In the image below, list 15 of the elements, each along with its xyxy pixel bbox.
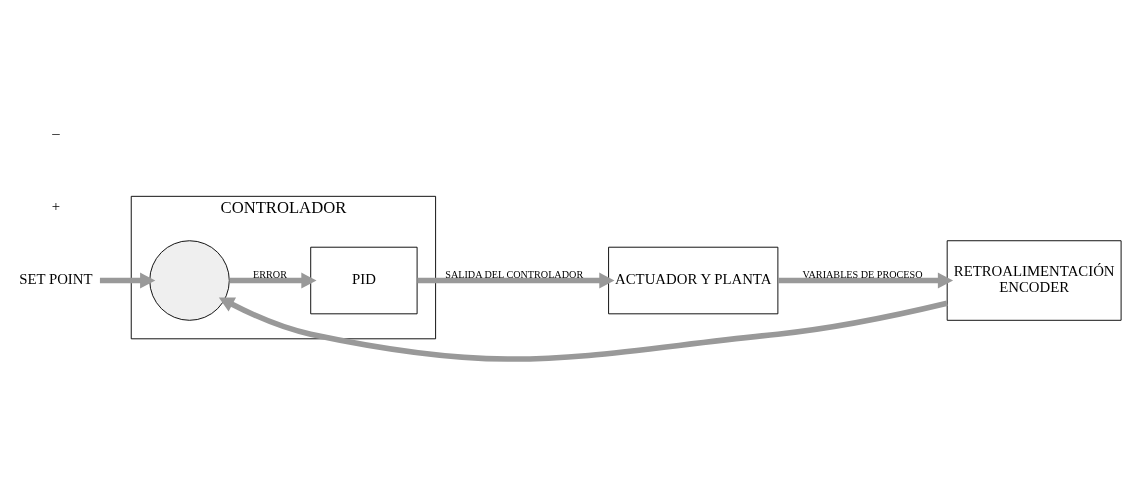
- node-box: RETROALIMENTACIÓN ENCODER: [946, 240, 1122, 321]
- arrow: [778, 272, 954, 289]
- node-text: SET POINT: [19, 271, 93, 288]
- node-box: PID: [310, 246, 418, 315]
- node-circle: [149, 240, 230, 321]
- arrow: [229, 272, 317, 289]
- edge-label: SALIDA DEL CONTROLADOR: [445, 268, 584, 280]
- arrow: [218, 297, 948, 362]
- edge-label: ERROR: [253, 268, 287, 280]
- edge-label: VARIABLES DE PROCESO: [802, 268, 923, 280]
- arrow: [99, 272, 156, 289]
- node-box: ACTUADOR Y PLANTA: [608, 246, 779, 315]
- arrow: [417, 272, 615, 289]
- label: –: [52, 124, 60, 141]
- label: +: [51, 197, 61, 214]
